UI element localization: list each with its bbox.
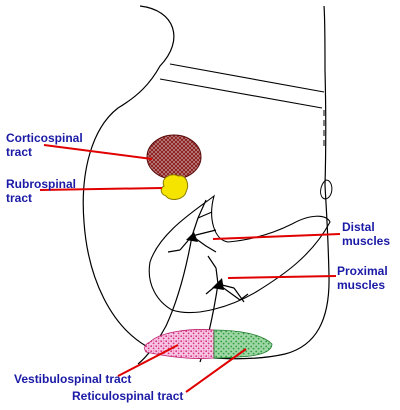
distal-label-line2: muscles: [342, 234, 391, 248]
rubrospinal-label: Rubrospinal tract: [6, 177, 76, 205]
ventral-horn-outline: [148, 194, 331, 314]
rubrospinal-tract: [160, 174, 189, 200]
cord-outline: [82, 5, 330, 360]
proximal-label-line2: muscles: [337, 278, 386, 292]
proximal-neuron-body: [212, 278, 224, 290]
corticospinal-label-line2: tract: [6, 145, 33, 159]
distal-neuron: [137, 199, 217, 365]
rubrospinal-label-line2: tract: [6, 191, 33, 205]
corticospinal-label-line1: Corticospinal: [6, 131, 83, 145]
distal-neuron-body: [186, 232, 198, 242]
vestibulospinal-label: Vestibulospinal tract: [14, 372, 132, 386]
corticospinal-leader: [43, 144, 153, 160]
proximal-label-line1: Proximal: [337, 264, 388, 278]
reticulospinal-label: Reticulospinal tract: [72, 389, 184, 403]
proximal-leader: [227, 275, 337, 279]
distal-leader: [212, 233, 341, 240]
distal-muscles-label: Distal muscles: [342, 220, 390, 248]
distal-label-line1: Distal: [342, 220, 375, 234]
vestibulospinal-leader: [117, 344, 179, 377]
proximal-neuron: [199, 255, 249, 363]
rubrospinal-leader: [39, 187, 163, 191]
rubrospinal-label-line1: Rubrospinal: [6, 177, 77, 191]
corticospinal-tract: [146, 134, 202, 180]
reticulospinal-leader: [185, 348, 247, 393]
vestibulospinal-tract: [144, 329, 215, 359]
dorsal-horn-line: [169, 63, 325, 93]
proximal-muscles-label: Proximal muscles: [337, 264, 388, 292]
reticulospinal-tract: [213, 329, 273, 359]
central-canal: [320, 179, 333, 200]
corticospinal-label: Corticospinal tract: [6, 131, 83, 159]
dorsal-horn-line-2: [159, 78, 323, 109]
